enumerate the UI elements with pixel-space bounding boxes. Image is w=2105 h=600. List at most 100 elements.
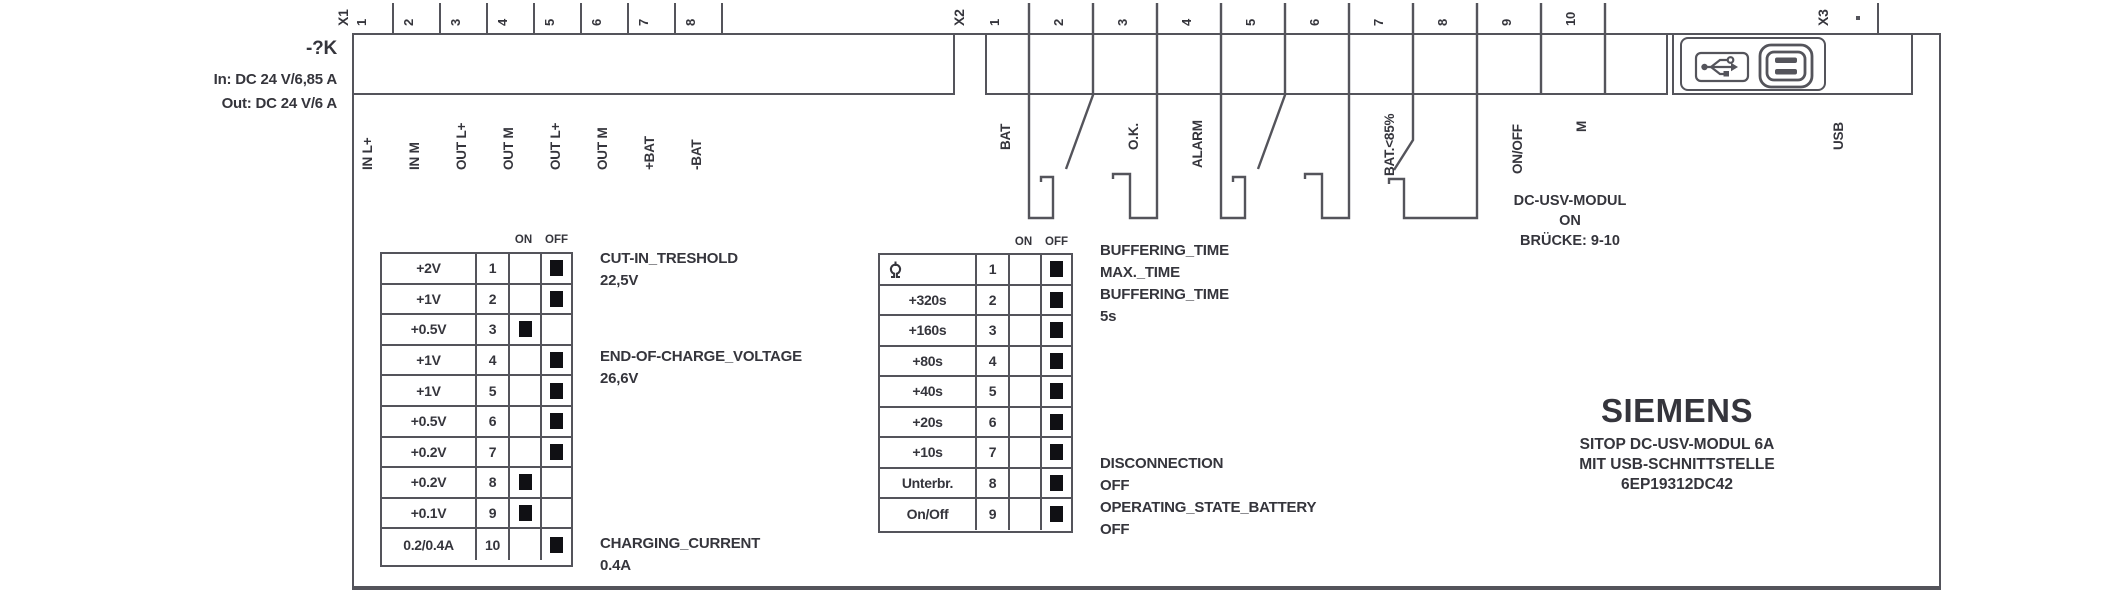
dip-switch-square [550,352,563,369]
dip-row-number: 4 [977,346,1010,377]
dip2-header-off: OFF [1045,236,1068,248]
dip-switch-square [1050,413,1063,430]
dip-on-cell [1010,285,1042,316]
dip1-header-off: OFF [545,234,568,246]
dip-table-buffering-time: 1 +320s 2 +160s 3 +80s 4 +40s 5 [878,253,1073,533]
dip-row-label: Unterbr. [880,468,977,499]
buffering-time-line2: MAX._TIME [1100,264,1180,281]
dip-off-cell [1042,499,1071,530]
product-subtitle: MIT USB-SCHNITTSTELLE [1579,456,1775,473]
dip-off-cell [1042,286,1071,316]
x1-pin-tick [721,3,724,33]
dip-row-label: +80s [880,346,977,377]
x2-signal-bat-lt-85: BAT.<85% [1382,113,1397,176]
dip-row-label: +0.2V [382,468,477,499]
dip-row-label: +1V [382,284,477,316]
device-designator: -?K [305,38,337,59]
x2-signal-ok: O.K. [1126,123,1141,150]
dip-off-cell [542,376,571,407]
dip-off-cell [542,315,571,346]
x2-pin3-contact-lead [1111,3,1159,220]
cut-in-threshold-title: CUT-IN_TRESHOLD [600,250,738,267]
end-of-charge-title: END-OF-CHARGE_VOLTAGE [600,348,802,365]
dip-row-label: +40s [880,377,977,408]
dip-off-cell [542,285,571,316]
dip2-header-on: ON [1014,236,1033,248]
product-name: SITOP DC-USV-MODUL 6A [1579,436,1775,453]
dip-switch-square [550,290,563,307]
dip-row-number: 5 [977,377,1010,408]
dip-row-label: +1V [382,345,477,377]
device-input-rating: In: DC 24 V/6,85 A [213,71,338,88]
device-output-rating: Out: DC 24 V/6 A [221,95,338,112]
x2-signal-m: M [1574,120,1589,132]
dip-row-label: +0.1V [382,498,477,530]
siemens-logo: SIEMENS [1600,392,1754,429]
x2-pin8-contact-lead [1387,3,1479,220]
dip-switch-square [550,260,563,277]
dip-switch-square [550,443,563,460]
dip-switch-square [1050,444,1063,461]
x1-terminal-strip [352,33,955,95]
usb-b-port-icon [1758,43,1814,89]
charging-current-value: 0.4A [600,557,631,574]
dip-row-label [880,255,977,286]
disconnection-value: OFF [1100,477,1130,494]
dip-on-cell [1010,346,1042,377]
dip-row-number: 6 [977,407,1010,438]
dip-row-number: 2 [977,285,1010,316]
dip-off-cell [1042,408,1071,438]
dip-on-cell [510,406,542,438]
dip-row-label: +320s [880,285,977,316]
buffering-time-line3: BUFFERING_TIME [1100,286,1229,303]
x2-pin6-contact-lead [1303,3,1351,220]
dip-on-cell [1010,377,1042,408]
x2-signal-alarm: ALARM [1190,120,1205,168]
dip-off-cell [1042,316,1071,347]
order-number: 6EP19312DC42 [1620,476,1734,493]
dip-off-cell [1042,255,1071,286]
x3-designator: X3 [1815,9,1831,26]
dip-on-cell [510,376,542,407]
dip-row-label: On/Off [880,499,977,530]
bridge-note-line1: DC-USV-MODUL [1513,193,1627,209]
dip-row-label: +20s [880,407,977,438]
buffering-time-value: 5s [1100,308,1117,325]
dip-row-number: 5 [477,376,510,407]
dip-switch-square [1050,322,1063,339]
dip-row-number: 9 [477,498,510,530]
dip-off-cell [1042,347,1071,377]
x3-dot [1856,16,1860,20]
x2-pin5-contact-arm [1256,3,1287,170]
dip-row-label: +2V [382,254,477,285]
dip-off-cell [542,529,571,560]
dip-on-cell [510,437,542,469]
dip-on-cell [1010,468,1042,499]
dip-row-number: 2 [477,284,510,316]
operating-state-value: OFF [1100,521,1130,538]
dip-on-cell [510,315,542,346]
dip-row-label: +0.2V [382,437,477,469]
x1-pin-tick [674,3,677,33]
disconnection-title: DISCONNECTION [1100,455,1224,472]
x2-pin4-wire [1219,3,1247,220]
x1-pin-tick [392,3,395,33]
dip-row-label: +0.5V [382,406,477,438]
x2-pin7-contact-arm [1392,3,1415,171]
dip-off-cell [542,346,571,377]
dip-row-label: +10s [880,438,977,469]
dip-row-number: 7 [977,438,1010,469]
dip-off-cell [1042,438,1071,469]
dip-row-number: 6 [477,406,510,438]
x2-pin2-contact-arm [1064,3,1095,170]
dip-off-cell [542,499,571,530]
dip-row-number: 10 [477,529,510,560]
dip-on-cell [510,254,542,285]
dip-off-cell [542,468,571,499]
dip-switch-square [518,474,532,491]
dip-switch-square [1050,261,1063,278]
dip-off-cell [1042,469,1071,499]
dip-switch-square [1050,506,1063,523]
